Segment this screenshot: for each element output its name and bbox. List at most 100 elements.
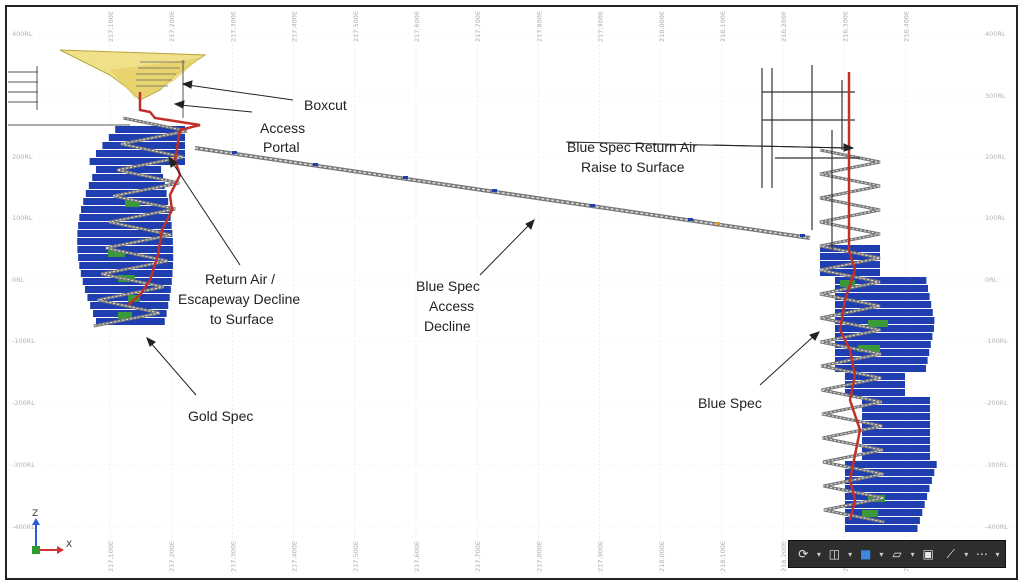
orebody-block — [845, 381, 905, 388]
grid-layer: 217,100E217,100E217,200E217,200E217,300E… — [8, 11, 1015, 575]
orebody-block — [862, 445, 930, 452]
orbit-dropdown-icon[interactable]: ▾ — [816, 549, 821, 559]
orebody-block — [862, 413, 930, 420]
decline-loop-center — [93, 117, 188, 327]
orebody-block — [835, 277, 927, 284]
orebody-block — [845, 485, 930, 492]
blue-spec-access-decline — [194, 146, 811, 240]
grid-easting-label-bottom: 217,300E — [229, 541, 237, 572]
orebody-block — [77, 238, 173, 245]
orbit-icon[interactable]: ⟳ — [798, 547, 809, 561]
label-access-portal-2: Portal — [263, 139, 300, 155]
grid-easting-label-top: 217,900E — [597, 11, 605, 42]
grid-easting-label-bottom: 218,200E — [780, 541, 788, 572]
plane-dropdown-icon[interactable]: ▾ — [910, 549, 915, 559]
grid-rl-label-left: -100RL — [12, 337, 35, 345]
label-boxcut: Boxcut — [304, 97, 347, 113]
grid-rl-label-right: 400RL — [985, 30, 1006, 38]
grid-easting-label-top: 218,300E — [841, 11, 849, 42]
orebody-block — [835, 293, 930, 300]
orebody-green-zone — [858, 345, 880, 352]
grid-rl-label-left: -300RL — [12, 461, 35, 469]
blue-spec-headframe — [761, 65, 860, 250]
label-raise-1: Blue Spec Return Air — [567, 139, 697, 155]
grid-rl-label-left: -400RL — [12, 523, 35, 531]
orebody-block — [862, 405, 930, 412]
orebody-block — [835, 349, 930, 356]
orebody-green-zone — [118, 312, 132, 319]
orebody-block — [78, 254, 174, 261]
grid-easting-label-top: 218,200E — [780, 11, 788, 42]
measure-icon[interactable]: ⟋ — [946, 546, 955, 561]
orebody-green-zone — [125, 200, 140, 207]
orebody-block — [835, 285, 928, 292]
orebody-block — [835, 309, 933, 316]
grid-easting-label-bottom: 217,900E — [597, 541, 605, 572]
gold-spec-orebody — [77, 126, 185, 325]
label-return-air-2: Escapeway Decline — [178, 291, 300, 307]
grid-rl-label-right: -300RL — [985, 461, 1008, 469]
grid-rl-label-right: 200RL — [985, 153, 1006, 161]
grid-easting-label-top: 217,300E — [229, 11, 237, 42]
label-decline-3: Decline — [424, 318, 471, 334]
orebody-block — [835, 333, 933, 340]
blue-spec-haulage-line — [838, 249, 862, 521]
section-box-icon[interactable]: ▣ — [922, 547, 934, 561]
orebody-green-zone — [862, 510, 878, 517]
grid-easting-label-bottom: 217,500E — [352, 541, 360, 572]
plane-icon[interactable]: ▱ — [892, 547, 902, 561]
orebody-block — [845, 477, 932, 484]
orebody-block — [835, 325, 934, 332]
orebody-block — [845, 525, 918, 532]
orebody-block — [862, 397, 930, 404]
grid-rl-label-left: 200RL — [12, 153, 33, 161]
orebody-green-zone — [108, 250, 125, 257]
label-access-portal-1: Access — [260, 120, 305, 136]
grid-easting-label-bottom: 217,200E — [168, 541, 176, 572]
orebody-block — [89, 158, 185, 165]
orebody-block — [77, 230, 173, 237]
label-decline-2: Access — [429, 298, 474, 314]
more-dropdown-icon[interactable]: ▾ — [995, 549, 1000, 559]
orebody-block — [862, 437, 930, 444]
solid-cube-icon[interactable]: ■ — [860, 547, 872, 561]
orebody-block — [115, 126, 185, 133]
grid-easting-label-top: 217,100E — [107, 11, 115, 42]
view-dropdown-icon[interactable]: ▾ — [848, 549, 853, 559]
orebody-green-zone — [868, 320, 888, 327]
grid-easting-label-bottom: 217,100E — [107, 541, 115, 572]
label-blue-spec: Blue Spec — [698, 395, 762, 411]
grid-easting-label-top: 218,000E — [658, 11, 666, 42]
grid-easting-label-bottom: 217,600E — [413, 541, 421, 572]
more-icon[interactable]: ⋯ — [975, 547, 988, 561]
orebody-block — [845, 469, 935, 476]
view-cube-icon[interactable]: ◫ — [828, 547, 841, 561]
grid-rl-label-right: 0RL — [985, 276, 998, 284]
annotation-labels: Boxcut Access Portal Blue Spec Return Ai… — [178, 97, 762, 424]
measure-dropdown-icon[interactable]: ▾ — [964, 549, 969, 559]
label-raise-2: Raise to Surface — [581, 159, 685, 175]
orebody-block — [80, 270, 173, 277]
grid-easting-label-bottom: 217,700E — [474, 541, 482, 572]
grid-easting-label-top: 217,400E — [291, 11, 299, 42]
orebody-block — [820, 269, 880, 276]
grid-easting-label-bottom: 218,100E — [719, 541, 727, 572]
orebody-block — [835, 301, 932, 308]
grid-easting-label-top: 217,700E — [474, 11, 482, 42]
grid-rl-label-left: 0RL — [12, 276, 25, 284]
orebody-block — [862, 421, 930, 428]
orebody-block — [92, 174, 164, 181]
grid-rl-label-right: -400RL — [985, 523, 1008, 531]
axis-z-label: Z — [32, 509, 38, 519]
orebody-block — [81, 206, 170, 213]
orebody-block — [845, 501, 925, 508]
label-gold-spec: Gold Spec — [188, 408, 253, 424]
grid-easting-label-bottom: 217,800E — [535, 541, 543, 572]
orebody-green-zone — [840, 280, 855, 287]
grid-easting-label-top: 217,600E — [413, 11, 421, 42]
orebody-block — [88, 182, 165, 189]
shade-dropdown-icon[interactable]: ▾ — [879, 549, 884, 559]
annotation-arrows — [146, 80, 855, 396]
boxcut-hatching — [136, 61, 185, 87]
